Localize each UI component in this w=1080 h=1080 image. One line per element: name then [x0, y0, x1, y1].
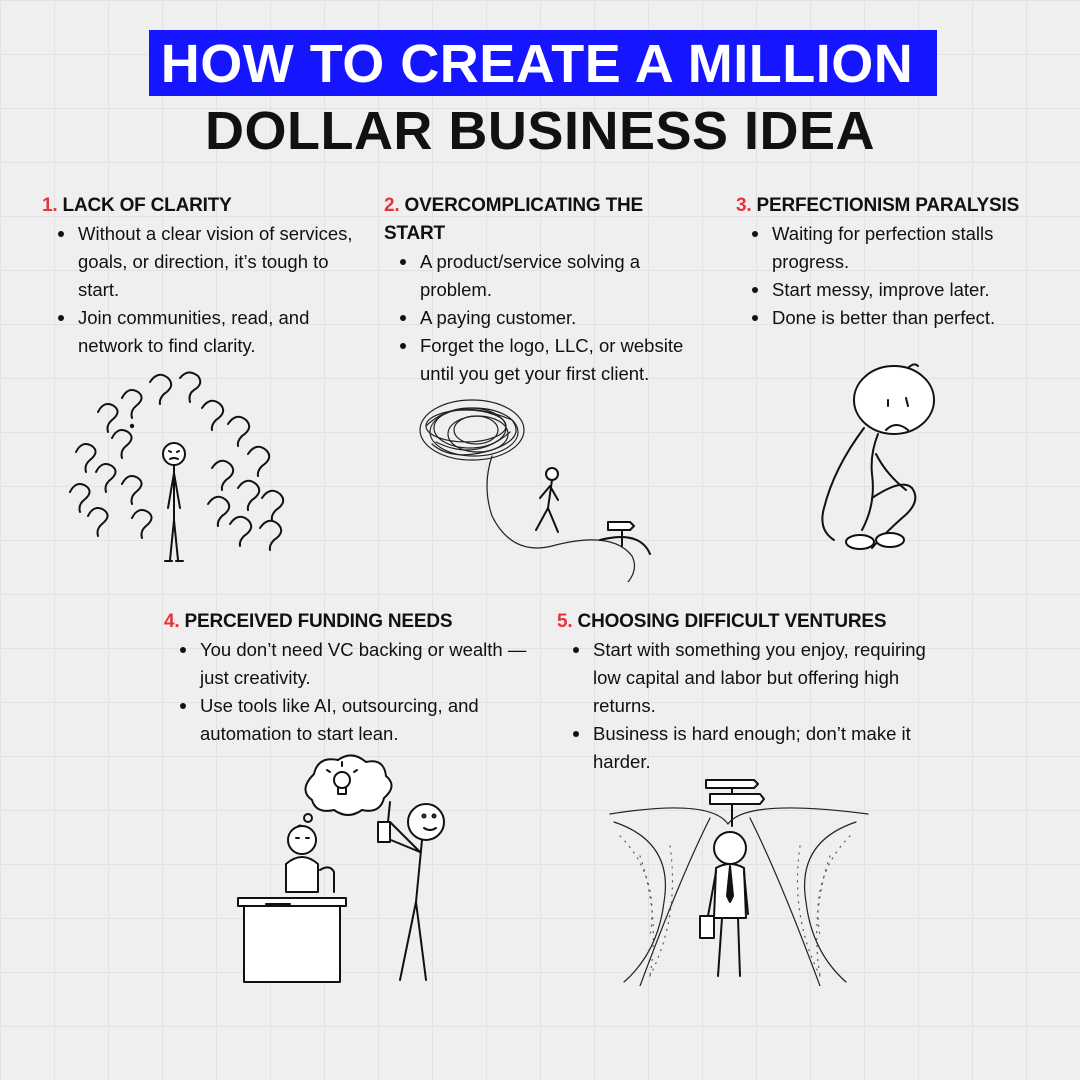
- bullet-item: Start messy, improve later.: [752, 276, 1056, 304]
- section-perfectionism: 3. PERFECTIONISM PARALYSIS Waiting for p…: [736, 192, 1056, 332]
- section-heading: 4. PERCEIVED FUNDING NEEDS: [164, 608, 534, 636]
- section-number: 1.: [42, 195, 58, 216]
- bullet-item: Use tools like AI, outsourcing, and auto…: [180, 692, 534, 748]
- bullet-item: Forget the logo, LLC, or website until y…: [400, 332, 704, 388]
- title-line-1: HOW TO CREATE A MILLION: [148, 30, 938, 96]
- section-heading-text: LACK OF CLARITY: [62, 195, 232, 216]
- section-heading: 5. CHOOSING DIFFICULT VENTURES: [557, 608, 927, 636]
- section-funding: 4. PERCEIVED FUNDING NEEDS You don’t nee…: [164, 608, 534, 748]
- crossroads-businessman-icon: [609, 779, 869, 986]
- bullet-item: Join communities, read, and network to f…: [58, 304, 362, 360]
- bullet-item: You don’t need VC backing or wealth —jus…: [180, 636, 534, 692]
- question-marks-figure-icon: [69, 371, 285, 562]
- tangled-path-walker-icon: [419, 399, 651, 582]
- section-number: 2.: [384, 195, 400, 216]
- bullet-item: Done is better than perfect.: [752, 304, 1056, 332]
- section-number: 4.: [164, 611, 180, 632]
- idea-funding-scene-icon: [237, 754, 445, 983]
- sad-sitting-figure-icon: [821, 363, 935, 550]
- title-line-2: DOLLAR BUSINESS IDEA: [204, 101, 876, 161]
- section-heading: 3. PERFECTIONISM PARALYSIS: [736, 192, 1056, 220]
- page-title: HOW TO CREATE A MILLION DOLLAR BUSINESS …: [0, 30, 1080, 162]
- section-lack-of-clarity: 1. LACK OF CLARITY Without a clear visio…: [42, 192, 362, 360]
- bullet-item: A product/service solving a problem.: [400, 248, 704, 304]
- section-heading: 2. OVERCOMPLICATING THE START: [384, 192, 704, 248]
- bullet-item: Start with something you enjoy, requirin…: [573, 636, 927, 720]
- section-heading-text: CHOOSING DIFFICULT VENTURES: [577, 611, 887, 632]
- bullet-item: Waiting for perfection stalls progress.: [752, 220, 1056, 276]
- bullet-list: You don’t need VC backing or wealth —jus…: [164, 636, 534, 748]
- section-heading-text: PERCEIVED FUNDING NEEDS: [184, 611, 453, 632]
- bullet-item: Without a clear vision of services, goal…: [58, 220, 362, 304]
- bullet-list: Start with something you enjoy, requirin…: [557, 636, 927, 776]
- section-heading: 1. LACK OF CLARITY: [42, 192, 362, 220]
- bullet-list: Without a clear vision of services, goal…: [42, 220, 362, 360]
- bullet-list: Waiting for perfection stalls progress. …: [736, 220, 1056, 332]
- section-heading-text: PERFECTIONISM PARALYSIS: [756, 195, 1020, 216]
- section-number: 5.: [557, 611, 573, 632]
- section-difficult-ventures: 5. CHOOSING DIFFICULT VENTURES Start wit…: [557, 608, 927, 776]
- section-heading-text: OVERCOMPLICATING THE START: [384, 195, 643, 244]
- bullet-item: A paying customer.: [400, 304, 704, 332]
- bullet-list: A product/service solving a problem. A p…: [384, 248, 704, 388]
- section-overcomplicating: 2. OVERCOMPLICATING THE START A product/…: [384, 192, 704, 388]
- section-number: 3.: [736, 195, 752, 216]
- bullet-item: Business is hard enough; don’t make it h…: [573, 720, 927, 776]
